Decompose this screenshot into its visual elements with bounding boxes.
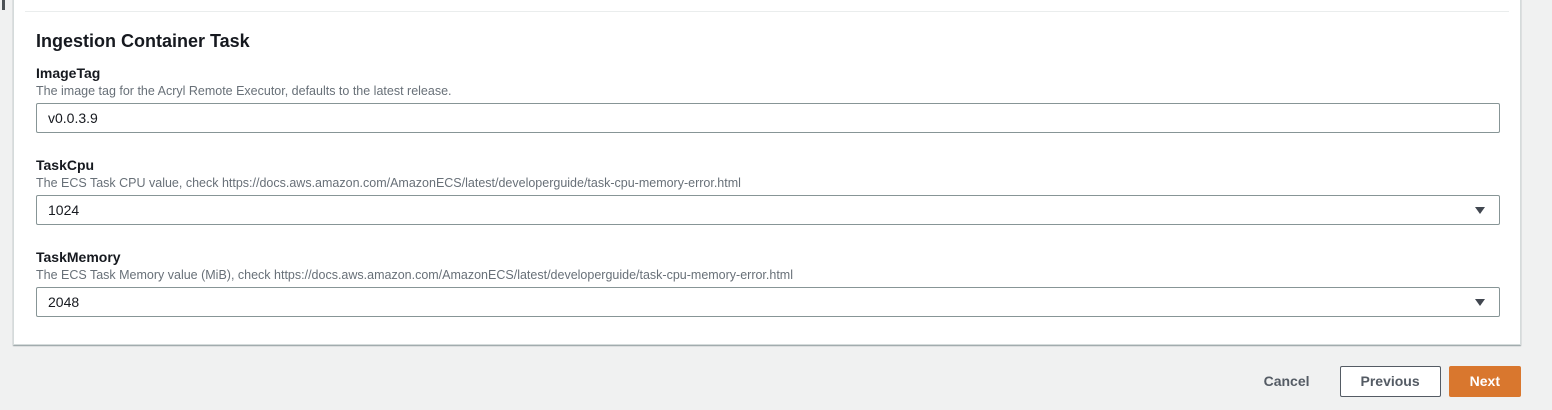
taskcpu-description: The ECS Task CPU value, check https://do… — [36, 176, 741, 190]
taskcpu-select[interactable]: 1024 — [36, 195, 1500, 225]
field-taskcpu: TaskCpu The ECS Task CPU value, check ht… — [36, 157, 1500, 225]
section-divider — [25, 11, 1509, 12]
next-button[interactable]: Next — [1448, 366, 1521, 397]
imagetag-input[interactable] — [36, 103, 1500, 133]
field-taskmemory: TaskMemory The ECS Task Memory value (Mi… — [36, 249, 1500, 317]
form-section-card: Ingestion Container Task ImageTag The im… — [13, 0, 1521, 345]
wizard-actions: Cancel Previous Next — [1260, 366, 1521, 397]
taskcpu-selected-value: 1024 — [48, 202, 80, 218]
imagetag-description: The image tag for the Acryl Remote Execu… — [36, 84, 452, 98]
taskmemory-label: TaskMemory — [36, 249, 121, 265]
taskmemory-selected-value: 2048 — [48, 294, 80, 310]
field-imagetag: ImageTag The image tag for the Acryl Rem… — [36, 65, 1500, 133]
cancel-button[interactable]: Cancel — [1260, 367, 1314, 396]
scrollbar-fragment — [2, 0, 5, 10]
chevron-down-icon — [1475, 207, 1485, 214]
section-title: Ingestion Container Task — [36, 31, 250, 51]
taskmemory-select[interactable]: 2048 — [36, 287, 1500, 317]
previous-button[interactable]: Previous — [1339, 366, 1441, 397]
taskcpu-label: TaskCpu — [36, 157, 95, 173]
chevron-down-icon — [1475, 299, 1485, 306]
imagetag-label: ImageTag — [36, 65, 101, 81]
taskmemory-description: The ECS Task Memory value (MiB), check h… — [36, 268, 793, 282]
form-section-content: Ingestion Container Task ImageTag The im… — [14, 0, 1520, 317]
